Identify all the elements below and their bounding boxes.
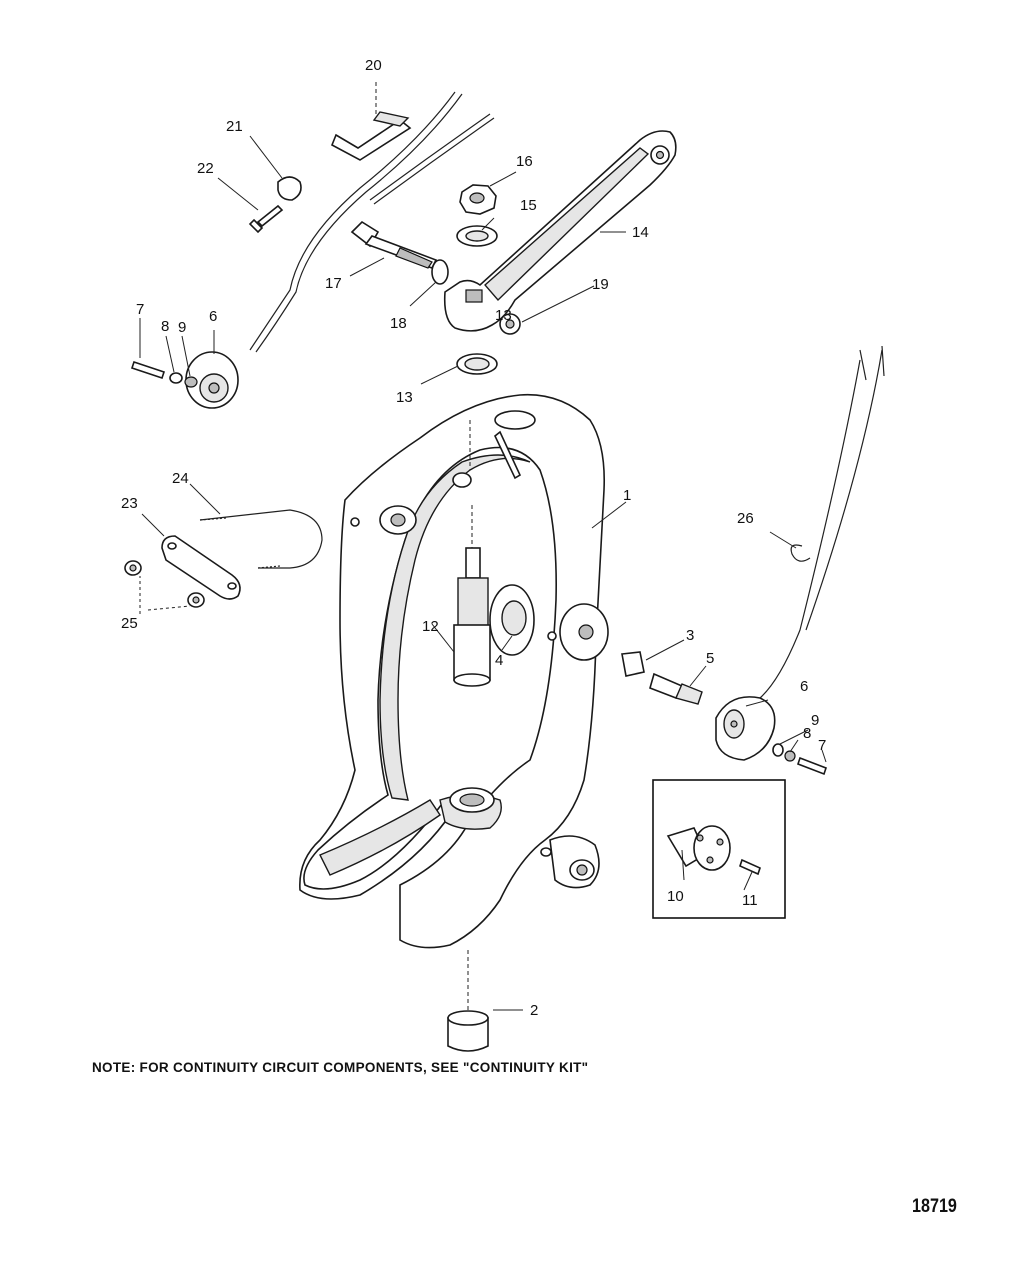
callout-13-lower: 13 xyxy=(396,389,413,406)
callout-25: 25 xyxy=(121,615,138,632)
trim-sender-left xyxy=(130,351,239,409)
callout-17: 17 xyxy=(325,275,342,292)
callout-15: 15 xyxy=(520,197,537,214)
callout-10: 10 xyxy=(667,888,684,905)
callout-11: 11 xyxy=(742,892,758,909)
callout-8-right: 8 xyxy=(803,725,811,742)
callout-20: 20 xyxy=(365,57,382,74)
gimbal-ring xyxy=(299,393,606,949)
side-plate xyxy=(559,603,609,661)
callout-9-left: 9 xyxy=(178,319,186,336)
callout-23: 23 xyxy=(121,495,138,512)
callout-3: 3 xyxy=(686,627,694,644)
callout-1: 1 xyxy=(623,487,631,504)
steering-arm xyxy=(443,130,677,332)
callout-6-left: 6 xyxy=(209,308,217,325)
figure-id: 18719 xyxy=(912,1196,957,1217)
callout-21: 21 xyxy=(226,118,243,135)
callout-19: 19 xyxy=(592,276,609,293)
callout-24: 24 xyxy=(172,470,189,487)
trim-sender-right xyxy=(715,696,828,776)
spacer-3 xyxy=(621,651,645,677)
washer-13 xyxy=(456,353,498,375)
nut-16 xyxy=(459,184,497,215)
wire-lead-right xyxy=(759,345,885,699)
leader-lines xyxy=(139,82,827,1011)
callout-22: 22 xyxy=(197,160,214,177)
callout-7-left: 7 xyxy=(136,301,144,318)
callout-2: 2 xyxy=(530,1002,538,1019)
screw-22 xyxy=(248,204,284,234)
callout-26: 26 xyxy=(737,510,754,527)
plate-23 xyxy=(161,535,241,600)
clip-26 xyxy=(790,544,811,562)
bolt-17 xyxy=(350,220,438,269)
washer-4 xyxy=(489,584,535,656)
washer-15 xyxy=(456,225,498,247)
callout-6-right: 6 xyxy=(800,678,808,695)
callout-8-left: 8 xyxy=(161,318,169,335)
callout-9-right: 9 xyxy=(811,712,819,729)
callout-16: 16 xyxy=(516,153,533,170)
callout-4: 4 xyxy=(495,652,503,669)
nuts-25 xyxy=(124,560,205,608)
nut-19 xyxy=(499,313,521,335)
u-bolt-24 xyxy=(199,509,323,569)
washer-18 xyxy=(431,259,449,285)
callout-labels: 1 2 3 4 5 6 6 7 7 8 8 9 9 10 11 12 13 13… xyxy=(121,57,826,1019)
inset-box xyxy=(652,779,786,919)
callout-13-upper: 13 xyxy=(495,307,512,324)
callout-5: 5 xyxy=(706,650,714,667)
callout-18: 18 xyxy=(390,315,407,332)
swivel-shaft xyxy=(453,420,491,687)
callout-12: 12 xyxy=(422,618,439,635)
callout-7-right: 7 xyxy=(818,737,826,754)
bushing-2 xyxy=(447,950,489,1052)
continuity-note: NOTE: FOR CONTINUITY CIRCUIT COMPONENTS,… xyxy=(92,1060,589,1075)
wire-lead-upper xyxy=(249,91,495,353)
grommet-21 xyxy=(277,176,302,201)
stud-5 xyxy=(649,672,703,705)
clip-20 xyxy=(330,111,412,161)
callout-14: 14 xyxy=(632,224,649,241)
